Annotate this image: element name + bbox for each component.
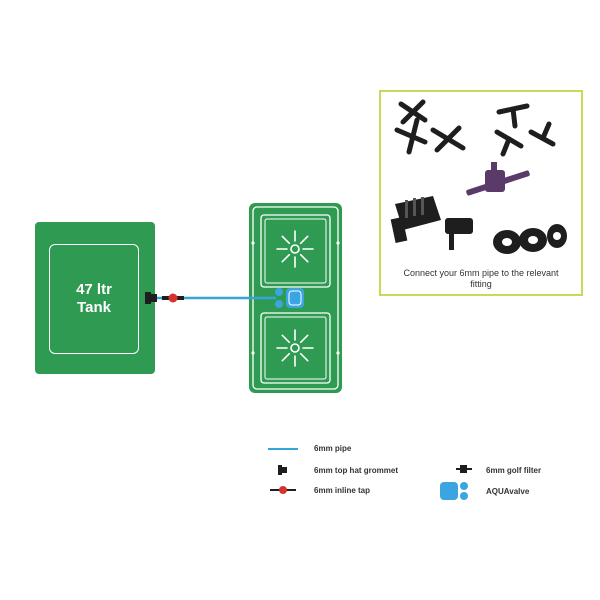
purple-inline-tap-icon: [466, 162, 530, 196]
grommet-icon: [145, 292, 157, 304]
legend-grommet-label: 6mm top hat grommet: [314, 466, 399, 475]
planter-outline: [251, 206, 340, 390]
grommet-rings-icon: [493, 224, 567, 254]
golf-filter-icon: [390, 196, 441, 243]
sun-icon: [276, 230, 314, 268]
legend-golf-filter-icon: [456, 465, 472, 473]
fittings-illustration: [390, 99, 567, 254]
tank-label-frame: 47 ltr Tank: [49, 244, 139, 354]
cross-connector-icon: [394, 117, 428, 155]
legend-pipe-icon: [268, 448, 298, 450]
inline-tap-icon: [162, 293, 184, 303]
aquavalve-icon: [275, 288, 304, 308]
water-tank: 47 ltr Tank: [35, 222, 155, 374]
legend-inline-tap-label: 6mm inline tap: [314, 486, 371, 495]
tee-connector-icon: [494, 129, 524, 157]
cross-connector-icon: [430, 125, 466, 153]
elbow-connector-icon: [528, 121, 556, 147]
inset-caption: Connect your 6mm pipe to the relevant fi…: [403, 268, 559, 289]
legend-grommet-icon: [278, 465, 287, 475]
legend-pipe-label: 6mm pipe: [314, 444, 352, 453]
grommet-fitting-icon: [445, 218, 473, 250]
tank-label-capacity: 47 ltr: [76, 281, 112, 298]
pot-top: [260, 214, 331, 288]
cross-connector-icon: [398, 99, 428, 125]
fittings-inset: Connect your 6mm pipe to the relevant fi…: [379, 90, 583, 296]
sun-icon: [276, 329, 314, 367]
legend-aquavalve-label: AQUAvalve: [486, 487, 530, 496]
legend-golf-filter-label: 6mm golf filter: [486, 466, 542, 475]
legend-aquavalve-icon: [440, 482, 468, 500]
tee-connector-icon: [496, 103, 530, 129]
pot-bottom: [260, 312, 331, 384]
tank-label-name: Tank: [77, 299, 111, 316]
legend-inline-tap-icon: [270, 486, 296, 494]
